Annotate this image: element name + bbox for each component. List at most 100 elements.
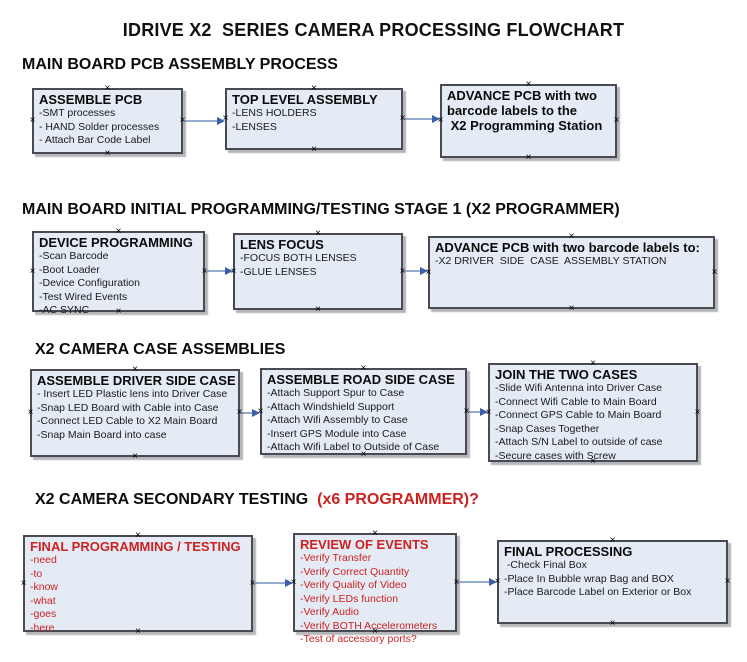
box-title: JOIN THE TWO CASES: [495, 367, 638, 382]
flow-box-assemble-pcb: ASSEMBLE PCB-SMT processes- HAND Solder …: [30, 84, 186, 159]
flow-box-top-level-assembly: TOP LEVEL ASSEMBLY-LENS HOLDERS-LENSES××…: [223, 84, 406, 155]
box-line: -Slide Wifi Antenna into Driver Case: [495, 382, 662, 394]
arrowhead-icon: [225, 266, 233, 275]
box-title: REVIEW OF EVENTS: [300, 537, 429, 552]
connector-anchor-icon: ×: [132, 451, 138, 462]
box-line: -Test Wired Events: [39, 290, 128, 303]
connector-anchor-icon: ×: [27, 407, 34, 418]
box-line: -know: [30, 581, 59, 593]
flow-arrow: [467, 407, 488, 417]
flow-box-device-programming: DEVICE PROGRAMMING-Scan Barcode-Boot Loa…: [30, 227, 208, 317]
box-line: -Check Final Box: [504, 559, 587, 571]
arrow-line: [254, 582, 286, 584]
flow-box-assemble-driver-side-case: ASSEMBLE DRIVER SIDE CASE- Insert LED Pl…: [28, 365, 243, 462]
box-line: barcode labels to the: [447, 103, 578, 118]
box-line: -FOCUS BOTH LENSES: [240, 252, 357, 264]
box-line: -Snap Cases Together: [495, 422, 600, 435]
box-title: TOP LEVEL ASSEMBLY: [232, 92, 378, 107]
box-line: -to: [30, 567, 43, 580]
connector-anchor-icon: ×: [29, 115, 36, 126]
box-line: -Verify Quality of Video: [300, 579, 407, 591]
connector-anchor-icon: ×: [29, 265, 36, 277]
box-line: -Secure cases with Screw: [495, 449, 616, 462]
arrowhead-icon: [252, 408, 260, 417]
flow-box-review-of-events: REVIEW OF EVENTS-Verify Transfer-Verify …: [291, 529, 460, 646]
flow-box-lens-focus: LENS FOCUS-FOCUS BOTH LENSES-GLUE LENSES…: [231, 229, 406, 315]
box-line: -Attach S/N Label to outside of case: [495, 436, 663, 448]
box-title: ASSEMBLE ROAD SIDE CASE: [267, 372, 455, 387]
arrow-line: [206, 270, 226, 272]
section-heading-text: MAIN BOARD INITIAL PROGRAMMING/TESTING S…: [22, 201, 620, 218]
box-line: -LENS HOLDERS: [232, 107, 317, 119]
flow-box-join-the-two-cases: JOIN THE TWO CASES-Slide Wifi Antenna in…: [486, 359, 701, 467]
arrow-line: [404, 270, 421, 272]
section-heading: X2 CAMERA SECONDARY TESTING (x6 PROGRAMM…: [35, 490, 479, 509]
box-line: -AC SYNC: [39, 304, 90, 316]
arrow-line: [184, 120, 218, 122]
box-line: -GLUE LENSES: [240, 265, 317, 278]
flow-arrow: [403, 266, 428, 276]
arrowhead-icon: [217, 116, 225, 125]
box-title: FINAL PROGRAMMING / TESTING: [30, 539, 241, 554]
arrow-line: [404, 118, 433, 120]
arrow-line: [458, 581, 490, 583]
box-title: FINAL PROCESSING: [504, 544, 633, 559]
box-line: -Test of accessory ports?: [300, 633, 417, 645]
box-line: -Attach Wifi Assembly to Case: [267, 414, 408, 426]
connector-anchor-icon: ×: [104, 148, 111, 159]
box-line: -Boot Loader: [39, 263, 100, 276]
box-line: -Snap LED Board with Cable into Case: [37, 401, 219, 414]
arrowhead-icon: [489, 577, 497, 586]
connector-anchor-icon: ×: [315, 304, 321, 315]
connector-anchor-icon: ×: [613, 115, 620, 126]
flow-arrow: [457, 577, 497, 587]
section-heading: MAIN BOARD INITIAL PROGRAMMING/TESTING S…: [22, 200, 620, 219]
connector-anchor-icon: ×: [311, 144, 317, 155]
box-line: -X2 DRIVER SIDE CASE ASSEMBLY STATION: [435, 255, 667, 267]
box-line: -Insert GPS Module into Case: [267, 427, 407, 440]
arrow-line: [468, 411, 481, 413]
flow-box-advance-pcb-to-case-assembly: ADVANCE PCB with two barcode labels to:-…: [426, 232, 718, 314]
connector-anchor-icon: ×: [694, 406, 701, 418]
section-heading: MAIN BOARD PCB ASSEMBLY PROCESS: [22, 55, 338, 74]
box-line: -Place Barcode Label on Exterior or Box: [504, 586, 692, 598]
arrowhead-icon: [285, 578, 293, 587]
section-heading-text: (x6 PROGRAMMER)?: [317, 491, 479, 508]
box-line: -Attach Windshield Support: [267, 400, 395, 413]
connector-anchor-icon: ×: [20, 577, 27, 589]
box-line: -Connect LED Cable to X2 Main Board: [37, 415, 218, 427]
box-line: -Verify LEDs function: [300, 592, 399, 605]
box-line: -here: [30, 621, 55, 634]
arrow-line: [241, 412, 253, 414]
flow-box-assemble-road-side-case: ASSEMBLE ROAD SIDE CASE-Attach Support S…: [258, 364, 470, 460]
connector-anchor-icon: ×: [609, 618, 616, 629]
arrowhead-icon: [480, 407, 488, 416]
box-line: ADVANCE PCB with two: [447, 88, 597, 103]
box-title: ASSEMBLE DRIVER SIDE CASE: [37, 373, 236, 388]
box-line: -Connect GPS Cable to Main Board: [495, 409, 662, 421]
connector-anchor-icon: ×: [711, 266, 718, 278]
flow-arrow: [240, 408, 260, 418]
section-heading-text: X2 CAMERA CASE ASSEMBLIES: [35, 341, 286, 358]
connector-anchor-icon: ×: [724, 576, 731, 587]
box-title: LENS FOCUS: [240, 237, 324, 252]
box-line: -Attach Wifi Label to Outside of Case: [267, 441, 440, 453]
arrowhead-icon: [432, 114, 440, 123]
section-heading-text: X2 CAMERA SECONDARY TESTING: [35, 491, 318, 508]
box-line: -Verify Audio: [300, 606, 359, 618]
box-title: DEVICE PROGRAMMING: [39, 235, 193, 250]
box-line: -Verify Correct Quantity: [300, 565, 410, 578]
box-line: -Snap Main Board into case: [37, 428, 167, 441]
flow-arrow: [403, 114, 440, 124]
box-line: -Device Configuration: [39, 277, 140, 289]
section-heading: X2 CAMERA CASE ASSEMBLIES: [35, 340, 285, 359]
box-line: -what: [30, 594, 56, 607]
flow-arrow: [253, 578, 293, 588]
flow-arrow: [205, 266, 233, 276]
box-line: -LENSES: [232, 120, 277, 133]
box-line: - Insert LED Plastic lens into Driver Ca…: [37, 388, 228, 400]
arrowhead-icon: [420, 266, 428, 275]
box-title: ASSEMBLE PCB: [39, 92, 143, 107]
